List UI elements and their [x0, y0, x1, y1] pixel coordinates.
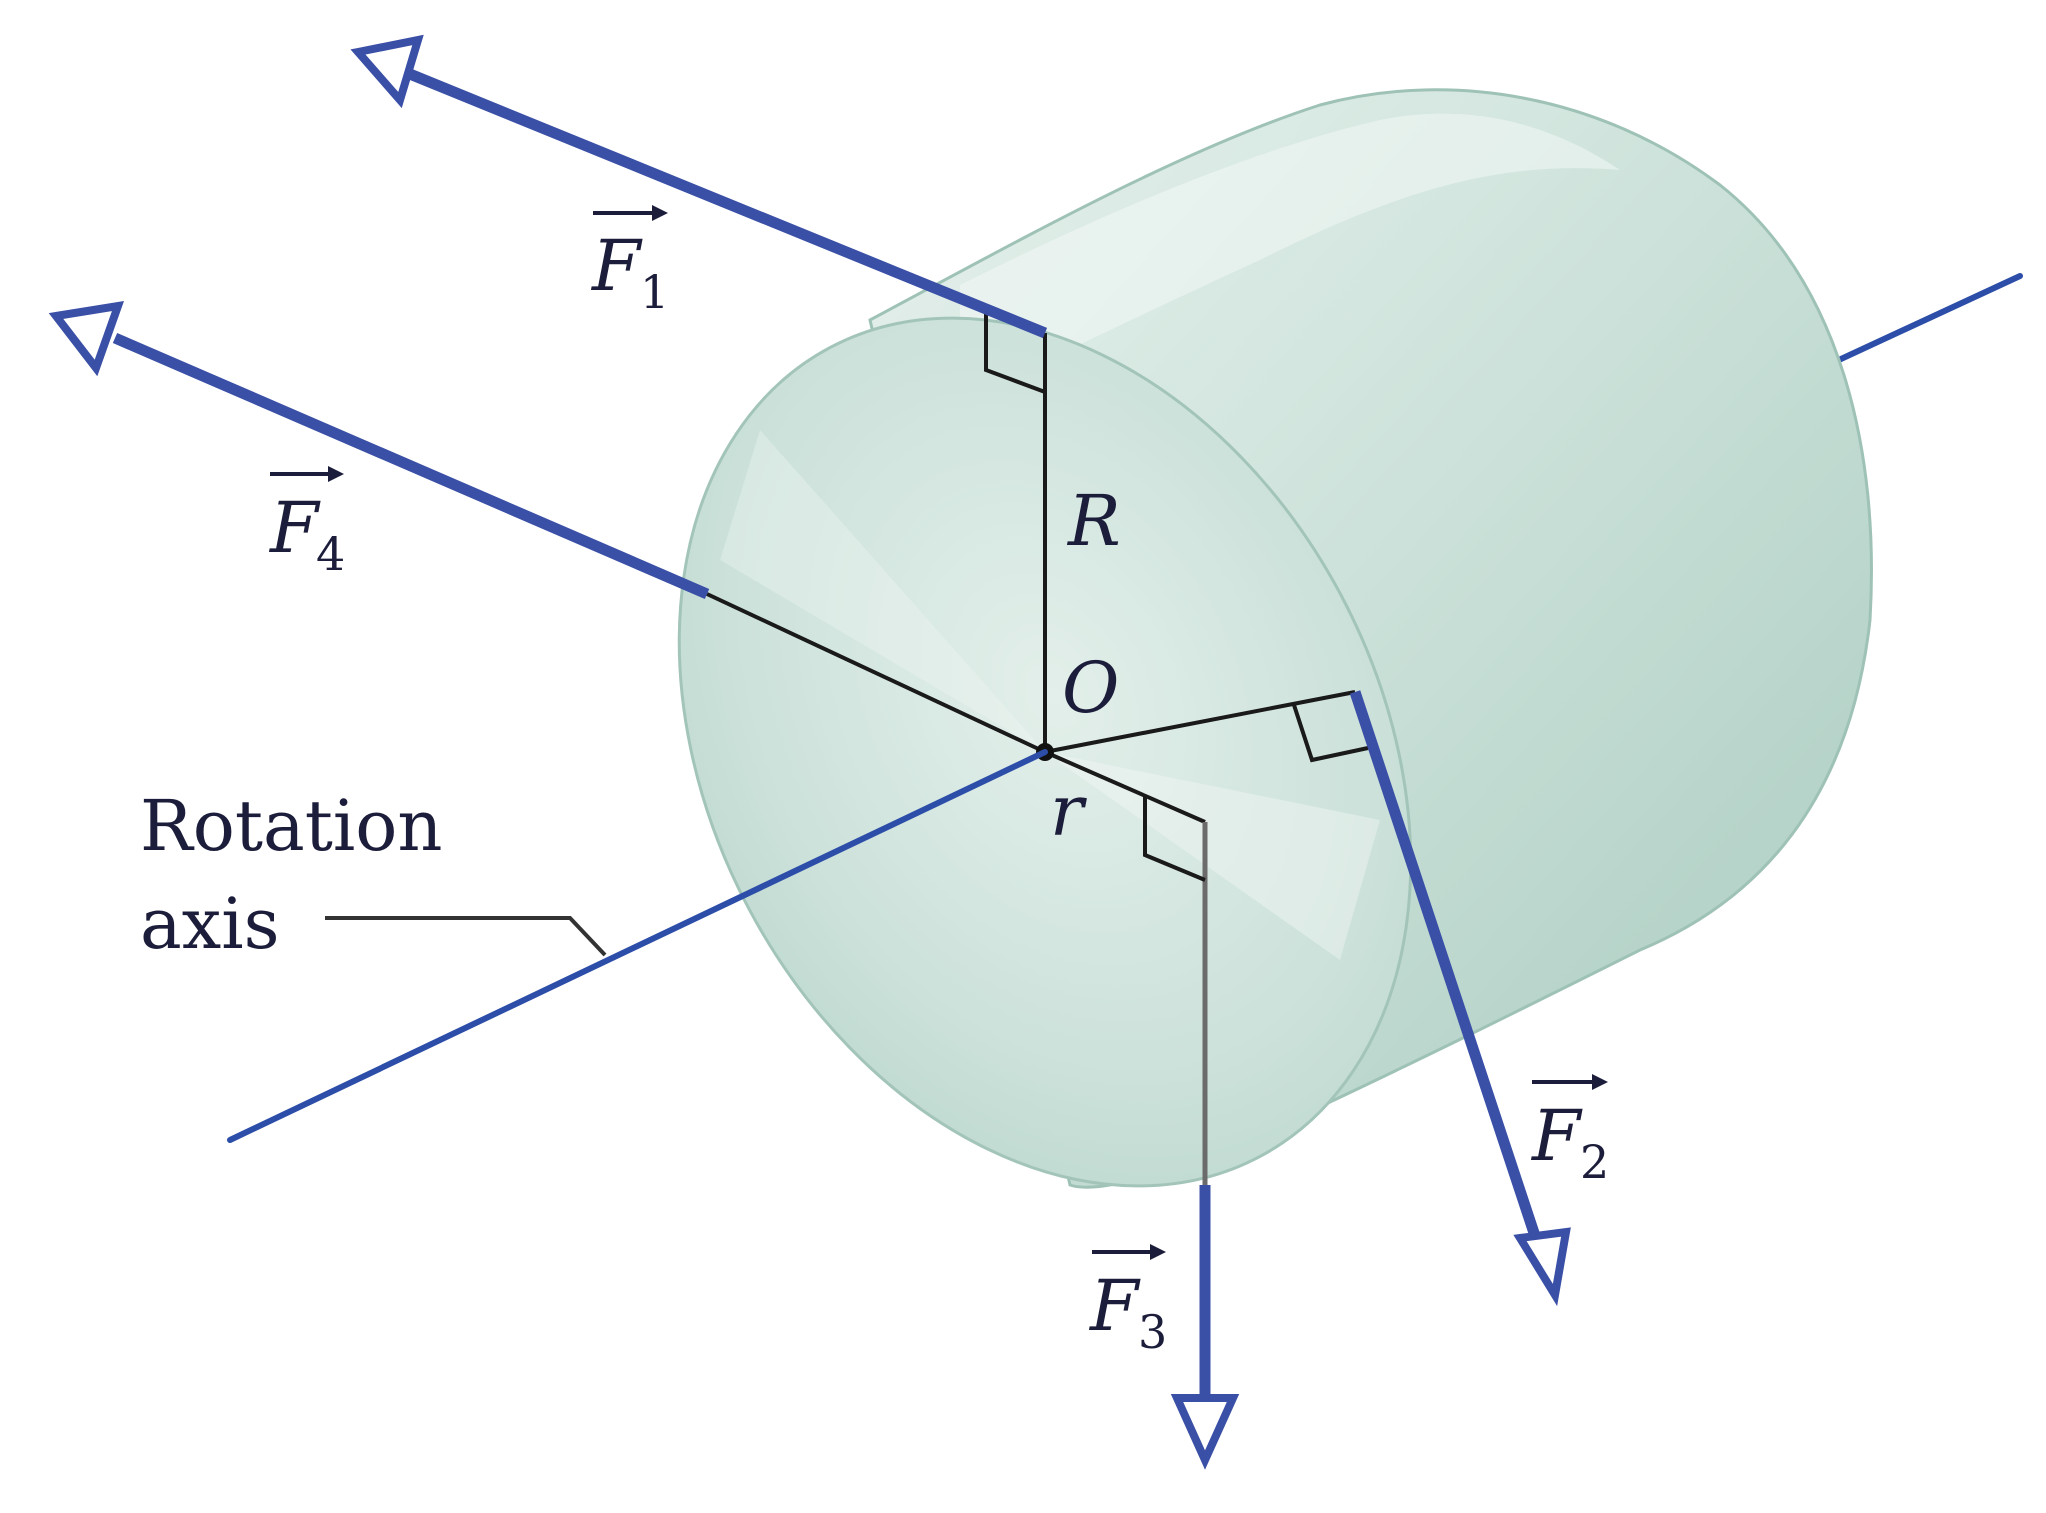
vector-tip-F4: [328, 466, 344, 482]
force-F4-shaft: [112, 332, 710, 600]
label-r: r: [1050, 770, 1087, 852]
arrowhead-F3: [1170, 1394, 1240, 1470]
F1-sub: 1: [640, 265, 669, 319]
vector-tip-F1: [652, 205, 668, 221]
right-angle-F1: [984, 306, 1046, 394]
radius-F4-line: [706, 592, 1046, 754]
label-F3: F 3: [1088, 1244, 1167, 1359]
right-angle-F2: [1292, 704, 1369, 763]
rotation-axis-label-line1: Rotation: [140, 785, 442, 867]
radius-lines: [706, 333, 1356, 824]
right-angle-markers: [984, 306, 1369, 882]
radius-F2-line: [1044, 690, 1356, 754]
label-O: O: [1062, 647, 1119, 729]
force-F1-shaft: [397, 64, 1048, 339]
F1-base: F: [590, 225, 643, 307]
label-F4: F 4: [268, 466, 345, 581]
cylinder-side-highlight: [960, 113, 1620, 400]
arrowheads: [48, 34, 1571, 1470]
F3-base: F: [1088, 1265, 1141, 1347]
radius-r-line: [1044, 750, 1206, 824]
force-arrows: [112, 64, 1543, 1405]
rotation-axis-pointer: [325, 916, 607, 957]
face-shading: [720, 430, 1045, 752]
vector-tip-F2: [1592, 1074, 1608, 1090]
right-angle-r: [1143, 795, 1206, 882]
F4-sub: 4: [316, 527, 345, 581]
F3-sub: 3: [1138, 1305, 1167, 1359]
arrowhead-F1: [350, 34, 424, 109]
face-shading-2: [1045, 752, 1380, 960]
vector-tip-F3: [1150, 1244, 1166, 1260]
rotation-axis-label-line2: axis: [140, 883, 280, 965]
F2-sub: 2: [1580, 1135, 1609, 1189]
label-F2: F 2: [1530, 1074, 1609, 1189]
label-F1: F 1: [590, 205, 669, 319]
arrowhead-F2: [1513, 1227, 1571, 1307]
label-R: R: [1066, 480, 1121, 562]
rotation-axis-front: [227, 749, 1048, 1143]
force-F2-shaft: [1349, 690, 1543, 1244]
F2-base: F: [1530, 1095, 1583, 1177]
arrowhead-F4: [48, 300, 125, 377]
F4-base: F: [268, 487, 321, 569]
